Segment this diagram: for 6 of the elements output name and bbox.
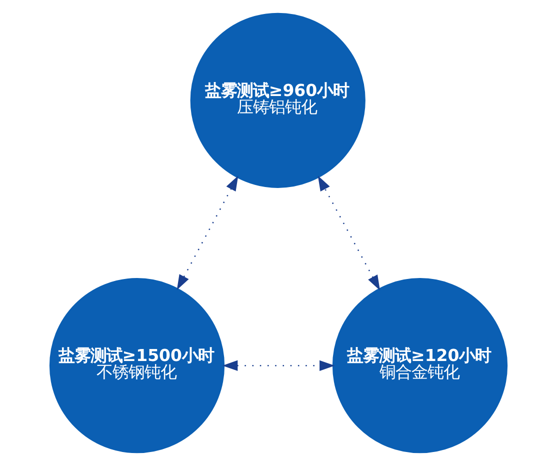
arrow [176, 176, 238, 290]
arrow [317, 176, 380, 290]
node-circle: 盐雾测试≥120小时 铜合金钝化 [332, 278, 508, 454]
arrow [222, 360, 334, 371]
node-circle: 盐雾测试≥960小时 压铸铝钝化 [190, 12, 365, 188]
node-circle: 盐雾测试≥1500小时 不锈钢钝化 [48, 278, 224, 454]
